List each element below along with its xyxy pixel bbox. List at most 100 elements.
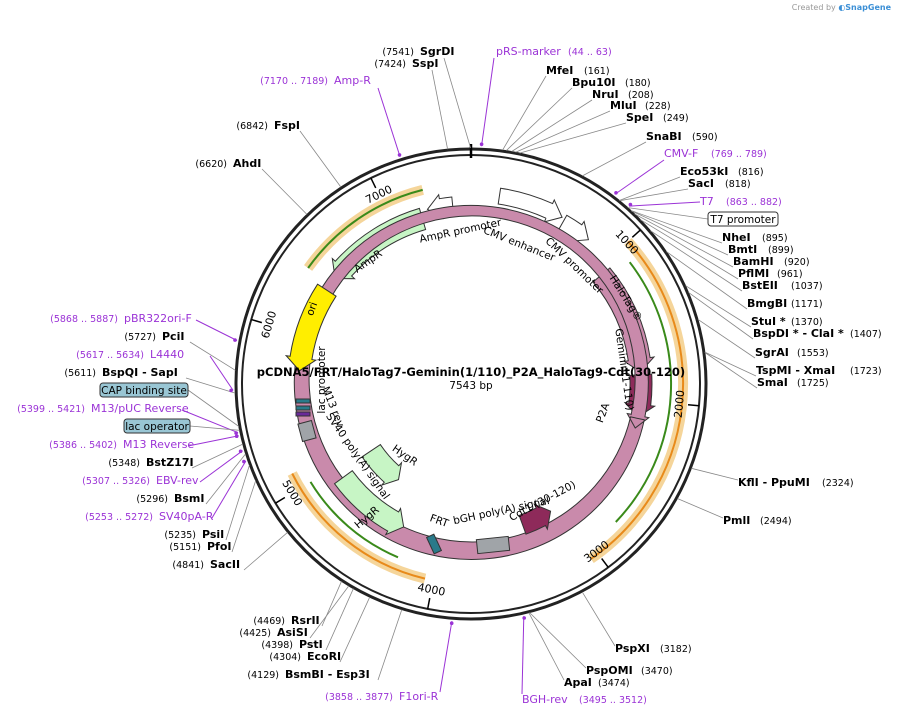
enzyme-pos: (1370) (791, 317, 823, 328)
enzyme-leader (377, 609, 403, 681)
hygr-arrow (361, 443, 403, 487)
enzyme-label: SnaBI (646, 130, 682, 143)
enzyme-leader (225, 465, 250, 541)
lac-operator-block (295, 398, 311, 404)
enzyme-label: BspDI * - ClaI * (753, 327, 844, 340)
enzyme-pos: (5611) (64, 368, 96, 379)
enzyme-label: SacII (210, 558, 240, 571)
tick-mark (275, 496, 286, 504)
enzyme-leader (634, 213, 734, 268)
enzyme-label: PspXI (615, 642, 650, 655)
primer-leader (199, 450, 243, 483)
enzyme-leader (581, 591, 616, 647)
enzyme-label: BmtI (728, 243, 757, 256)
enzyme-label: Eco53kI (680, 165, 728, 178)
orf-line-green (615, 261, 672, 523)
enzyme-pos: (5348) (108, 458, 140, 469)
enzyme-label: BstZ17I (146, 456, 194, 469)
enzyme-pos: (208) (628, 90, 654, 101)
primer-site-mark (449, 621, 454, 625)
primer-range: (5617 .. 5634) (76, 350, 144, 361)
tick-label: 2000 (672, 389, 688, 418)
enzyme-pos: (4129) (247, 670, 279, 681)
enzyme-pos: (249) (663, 113, 689, 124)
primer-leader (521, 616, 525, 695)
enzyme-pos: (5151) (169, 542, 201, 553)
primer-site-mark (233, 338, 237, 342)
tick-mark (370, 177, 377, 189)
primer-range: (769 .. 789) (711, 149, 767, 160)
enzyme-pos: (161) (584, 66, 610, 77)
t7-promoter-box (707, 211, 779, 227)
primer-label: F1ori-R (399, 690, 439, 703)
primer-label: SV40pA-R (159, 510, 214, 523)
enzyme-pos: (816) (738, 167, 764, 178)
enzyme-label: BmgBI (747, 297, 787, 310)
enzyme-pos: (4425) (239, 628, 271, 639)
primer-range: (5253 .. 5272) (85, 512, 153, 523)
primer-label: BGH-rev (522, 693, 568, 706)
enzyme-pos: (1723) (850, 366, 882, 377)
primer-leader (211, 460, 247, 519)
primer-leader (209, 355, 234, 391)
sv40-block (297, 419, 317, 443)
enzyme-leader (191, 443, 243, 469)
primer-leader (195, 319, 238, 341)
enzyme-label: ApaI (564, 676, 592, 689)
enzyme-pos: (1553) (797, 348, 829, 359)
enzyme-label: EcoRI (307, 650, 341, 663)
primer-label: L4440 (150, 348, 184, 361)
snapgene-logo-icon: ◐ (838, 3, 846, 12)
enzyme-label: PflMI (738, 267, 769, 280)
primer-site-mark (614, 191, 618, 195)
primer-range: (5868 .. 5887) (50, 314, 118, 325)
enzymes-left: (7541) SgrDI (7424) SspI (6842) FspI (66… (64, 45, 454, 681)
enzyme-label: SgrDI (420, 45, 454, 58)
credit-prefix: Created by (791, 3, 836, 12)
tick-mark (631, 229, 641, 238)
primer-leader (377, 87, 401, 157)
enzyme-label: BamHI (733, 255, 774, 268)
tick-mark (251, 318, 263, 324)
primer-site-mark (234, 431, 238, 435)
primer-range: (5307 .. 5326) (82, 476, 150, 487)
enzymes-right: MfeI (161) Bpu10I (180) NruI (208) MluI … (546, 64, 882, 689)
primer-label: CMV-F (664, 147, 698, 160)
enzyme-leader (631, 210, 729, 256)
enzyme-label: RsrII (291, 614, 320, 627)
enzyme-label: PciI (162, 330, 184, 343)
enzyme-leader (205, 453, 246, 505)
enzyme-pos: (4304) (269, 652, 301, 663)
enzyme-leader (243, 532, 288, 571)
enzyme-pos: (2324) (822, 478, 854, 489)
enzyme-leader (502, 75, 547, 151)
enzyme-label: NheI (722, 231, 751, 244)
primer-range: (5399 .. 5421) (17, 404, 85, 415)
plasmid-name: pCDNA5/FRT/HaloTag7-Geminin(1/110)_P2A_H… (257, 365, 685, 380)
primer-site-mark (238, 449, 243, 454)
backbone-ring (234, 144, 708, 621)
cap-block (295, 405, 311, 411)
enzyme-leader (685, 285, 752, 328)
primer-leader (439, 621, 453, 693)
enzyme-label: SpeI (626, 111, 653, 124)
enzyme-label: KflI - PpuMI (738, 476, 810, 489)
primer-label: EBV-rev (156, 474, 199, 487)
enzyme-leader (640, 219, 739, 280)
primer-site-mark (397, 153, 402, 157)
enzyme-pos: (4398) (261, 640, 293, 651)
tick-label: 4000 (416, 581, 446, 599)
enzyme-leader (261, 168, 308, 215)
primer-range: (3495 .. 3512) (579, 695, 647, 706)
cdt1-arrow (518, 503, 552, 535)
enzyme-pos: (5727) (124, 332, 156, 343)
enzyme-pos: (180) (625, 78, 651, 89)
ori-label: ori (304, 300, 320, 317)
orf-line-green (307, 188, 423, 269)
plasmid-size: 7543 bp (449, 380, 493, 392)
enzyme-pos: (1037) (791, 281, 823, 292)
enzyme-label: MfeI (546, 64, 573, 77)
primer-leader (481, 57, 495, 147)
enzyme-label: StuI * (751, 315, 786, 328)
